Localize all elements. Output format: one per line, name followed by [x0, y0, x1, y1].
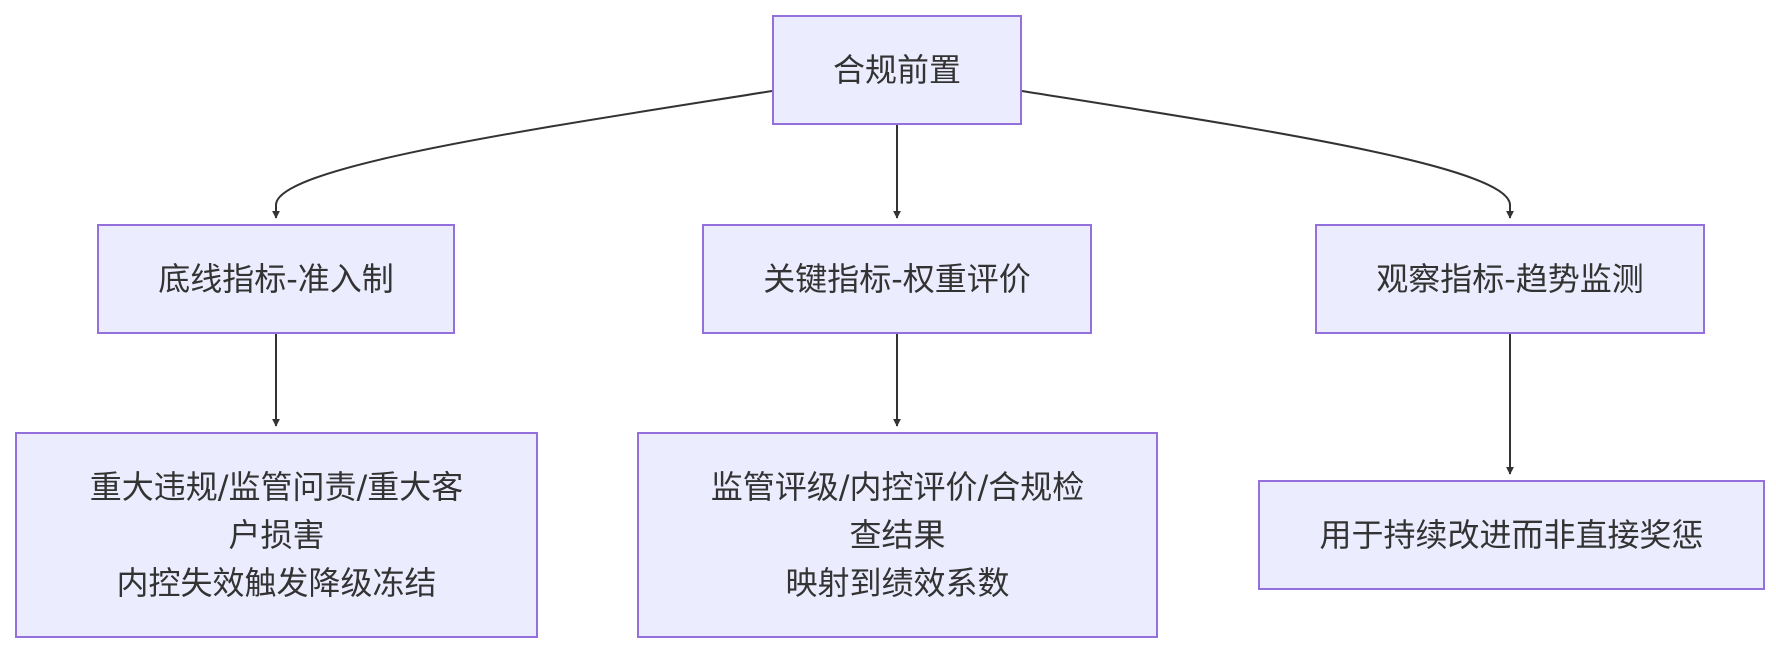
node-key-indicator: 关键指标-权重评价: [702, 224, 1092, 334]
node-baseline-indicator: 底线指标-准入制: [97, 224, 455, 334]
node-label-line-1: 重大违规/监管问责/重大客: [89, 468, 464, 506]
node-observation-indicator: 观察指标-趋势监测: [1315, 224, 1705, 334]
node-label: 用于持续改进而非直接奖惩: [1319, 516, 1704, 554]
node-label: 观察指标-趋势监测: [1376, 260, 1644, 298]
node-label-line-3: 内控失效触发降级冻结: [116, 564, 437, 602]
node-label: 底线指标-准入制: [158, 260, 394, 298]
node-label-line-1: 监管评级/内控评价/合规检: [710, 468, 1085, 506]
node-label-line-2: 查结果: [849, 516, 946, 554]
node-key-detail: 监管评级/内控评价/合规检 查结果 映射到绩效系数: [637, 432, 1158, 638]
node-observation-detail: 用于持续改进而非直接奖惩: [1258, 480, 1765, 590]
node-compliance-precondition: 合规前置: [772, 15, 1022, 125]
node-baseline-detail: 重大违规/监管问责/重大客 户损害 内控失效触发降级冻结: [15, 432, 538, 638]
node-label: 合规前置: [832, 51, 961, 89]
edge-root-to-baseline: [272, 90, 773, 219]
node-label: 关键指标-权重评价: [763, 260, 1031, 298]
node-label-line-3: 映射到绩效系数: [785, 564, 1010, 602]
edge-root-to-observe: [1021, 90, 1514, 219]
node-label-line-2: 户损害: [228, 516, 325, 554]
